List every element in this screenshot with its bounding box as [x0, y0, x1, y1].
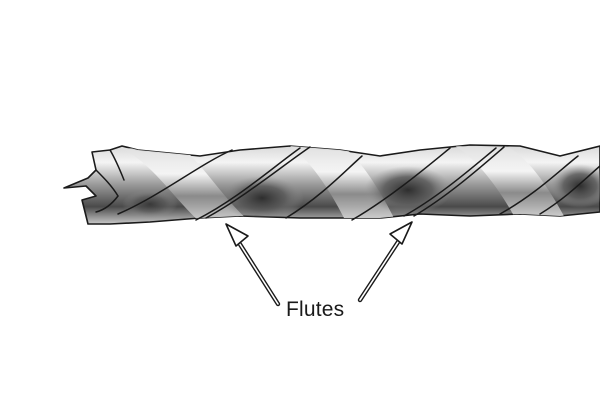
flute-shadow-1 — [220, 176, 304, 220]
flute-shadow-2 — [364, 166, 452, 214]
helix-edge-6 — [403, 147, 497, 217]
helix-edge-7 — [413, 146, 505, 217]
helix-edge-9 — [539, 165, 600, 215]
tip-shadow — [122, 190, 178, 218]
tip-spur-edge-2 — [109, 149, 125, 181]
drill-body — [63, 144, 600, 225]
tip-spur-edge — [95, 169, 119, 213]
callout-arrow-right-head — [389, 221, 413, 245]
land-face-1 — [120, 148, 250, 222]
land-face-2 — [290, 146, 395, 220]
helix-edge-8 — [499, 155, 579, 215]
helix-edge-3 — [205, 146, 311, 219]
helix-edge-1 — [117, 149, 233, 215]
helix-edge-4 — [285, 155, 363, 219]
helix-edges — [95, 146, 600, 221]
callout-arrow-left-head — [225, 223, 249, 247]
helix-edge-2 — [195, 147, 301, 221]
helix-edge-5 — [351, 147, 451, 221]
callout-arrows — [225, 221, 413, 307]
flutes-label: Flutes — [286, 298, 345, 321]
land-face-3 — [455, 146, 565, 218]
